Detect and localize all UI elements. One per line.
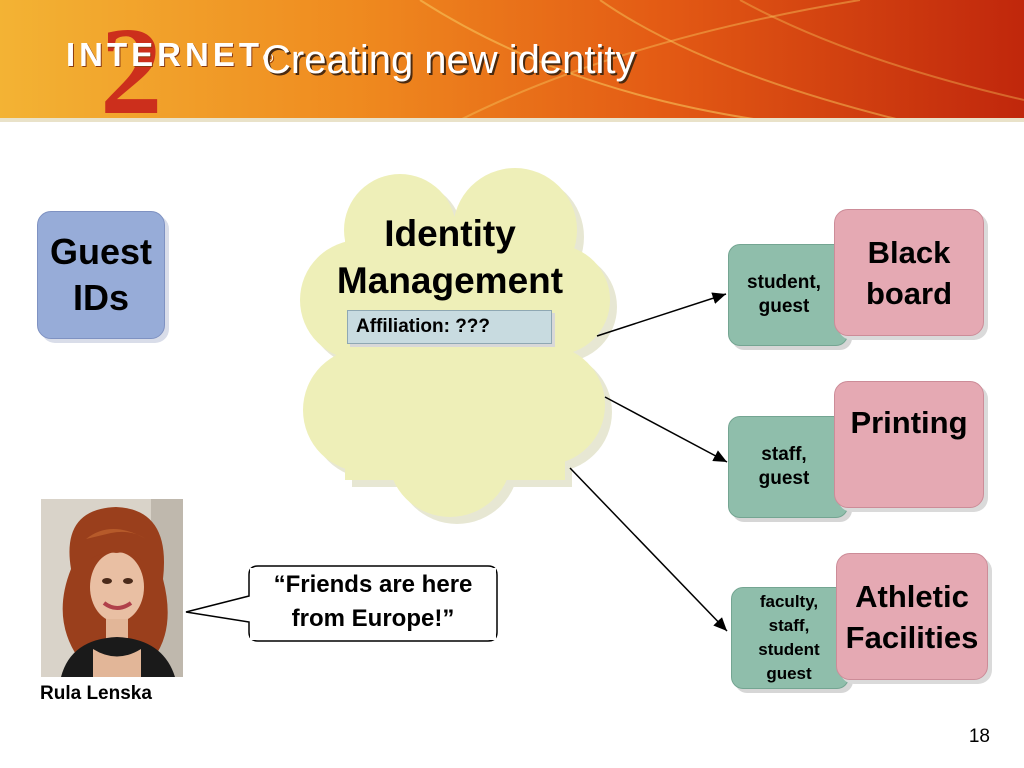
arrow-to-faculty-staff-student-guest — [569, 467, 728, 632]
header-divider — [0, 118, 1024, 122]
quote-line1: “Friends are here — [273, 571, 473, 598]
registered-mark: ® — [263, 49, 274, 66]
internet2-logo-mark: 2 — [100, 5, 163, 120]
internet2-logo: INTERNET® — [66, 36, 273, 74]
speech-bubble-text: “Friends are here from Europe!” — [250, 568, 496, 640]
service-box-blackboard: Black board — [834, 209, 984, 336]
role-line: staff, — [761, 444, 807, 465]
affiliation-box: Affiliation: ??? — [347, 310, 552, 344]
arrow-to-student-guest — [596, 292, 727, 337]
cloud-line2: Management — [336, 260, 564, 301]
portrait-image — [41, 499, 183, 677]
guest-ids-line2: IDs — [72, 277, 130, 318]
quote-line2: from Europe!” — [291, 605, 455, 632]
service-line: Black — [867, 234, 951, 270]
identity-management-title: Identity Management — [320, 210, 580, 304]
role-line: staff, — [768, 616, 810, 635]
service-box-printing: Printing — [834, 381, 984, 508]
person-caption: Rula Lenska — [40, 683, 152, 704]
service-line: Printing — [850, 405, 968, 440]
service-line: Facilities — [845, 619, 979, 655]
role-line: faculty, — [759, 592, 819, 611]
role-line: student, — [747, 272, 821, 293]
banner-decoration — [419, 0, 1024, 120]
role-line: guest — [758, 468, 810, 489]
guest-ids-line1: Guest — [49, 231, 153, 272]
service-line: Athletic — [855, 578, 969, 614]
role-box-faculty-staff-student-guest: faculty, staff, student guest — [731, 587, 849, 689]
page-number: 18 — [968, 726, 990, 747]
role-line: guest — [766, 664, 812, 683]
service-line: board — [865, 275, 953, 311]
header-banner: 2 INTERNET® Creating new identity — [0, 0, 1024, 120]
cloud-line1: Identity — [384, 213, 516, 254]
role-box-staff-guest: staff, guest — [728, 416, 848, 518]
arrow-to-staff-guest — [604, 396, 728, 463]
role-box-student-guest: student, guest — [728, 244, 848, 346]
slide-title: Creating new identity — [262, 38, 636, 82]
logo-text: INTERNET — [66, 36, 263, 73]
role-line: guest — [758, 296, 810, 317]
person-photo — [41, 499, 183, 677]
role-line: student — [758, 640, 820, 659]
logo-numeral: 2 — [100, 5, 163, 120]
